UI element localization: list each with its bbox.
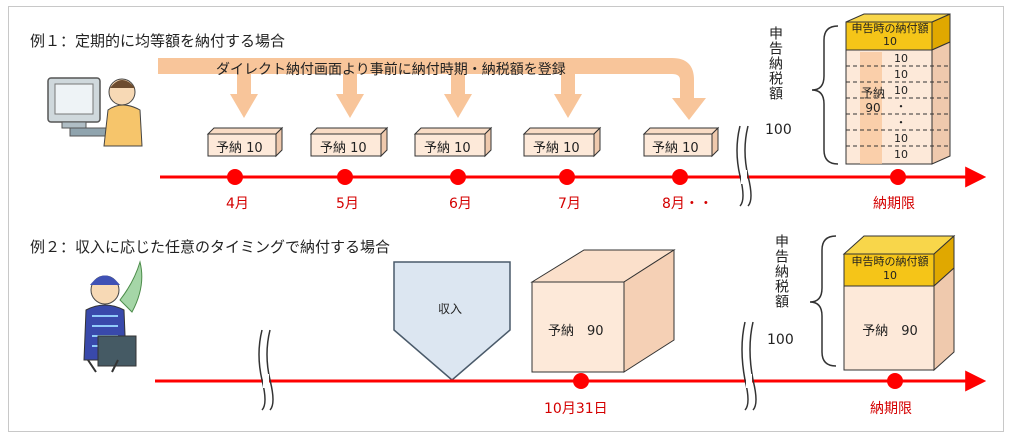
stack-overlay-label: 予納90 bbox=[860, 86, 885, 115]
example1-title: 例１：定期的に均等額を納付する場合 bbox=[30, 32, 286, 50]
income-shield bbox=[393, 261, 511, 381]
date-label: 10月31日 bbox=[544, 401, 608, 417]
stack-row: 10 bbox=[894, 84, 908, 97]
prepay-box-label: 予納 10 bbox=[533, 141, 580, 156]
tax-stack-1 bbox=[845, 13, 951, 165]
prepay-box-label: 予納 10 bbox=[424, 141, 471, 156]
stack-body-label: 予納 90 bbox=[862, 324, 918, 339]
brace-1 bbox=[811, 25, 839, 165]
month-label: 8月・・ bbox=[662, 196, 713, 212]
registration-arrows bbox=[158, 58, 706, 120]
income-label: 収入 bbox=[438, 302, 463, 316]
stack-header-label: 申告時の納付額 bbox=[851, 255, 929, 268]
stack-row: ・ bbox=[895, 100, 907, 113]
month-label: 7月 bbox=[558, 196, 581, 212]
prepay-box-label: 予納 10 bbox=[652, 141, 699, 156]
person-computer-icon bbox=[47, 77, 143, 147]
prepay-cube bbox=[530, 249, 676, 373]
declared-tax-amount: 100 bbox=[765, 122, 792, 138]
timeline-1 bbox=[160, 125, 987, 207]
month-label: 4月 bbox=[226, 196, 249, 212]
declared-tax-amount: 100 bbox=[767, 332, 794, 348]
prepay-boxes bbox=[206, 126, 720, 158]
tax-stack-2 bbox=[842, 234, 956, 372]
person-shopping-icon bbox=[83, 260, 143, 373]
stack-header-value: 10 bbox=[883, 269, 897, 282]
prepay-box-label: 予納 10 bbox=[216, 141, 263, 156]
stack-row: ・ bbox=[895, 116, 907, 129]
cube-label: 予納 90 bbox=[548, 324, 604, 339]
deadline-label: 納期限 bbox=[873, 196, 915, 212]
stack-row: 10 bbox=[894, 52, 908, 65]
declared-tax-label: 申告納税額 bbox=[773, 234, 789, 309]
month-label: 6月 bbox=[449, 196, 472, 212]
example2-title: 例２：収入に応じた任意のタイミングで納付する場合 bbox=[30, 238, 391, 256]
prepay-box-label: 予納 10 bbox=[320, 141, 367, 156]
timeline-2 bbox=[155, 321, 987, 411]
registration-banner-text: ダイレクト納付画面より事前に納付時期・納税額を登録 bbox=[216, 62, 566, 78]
deadline-label: 納期限 bbox=[870, 401, 912, 417]
brace-2 bbox=[809, 235, 837, 367]
stack-row: 10 bbox=[894, 148, 908, 161]
stack-row: 10 bbox=[894, 68, 908, 81]
declared-tax-label: 申告納税額 bbox=[767, 26, 783, 101]
month-label: 5月 bbox=[336, 196, 359, 212]
diagram-frame bbox=[8, 6, 1004, 432]
stack-header-value: 10 bbox=[883, 35, 897, 48]
stack-row: 10 bbox=[894, 132, 908, 145]
stack-header-label: 申告時の納付額 bbox=[851, 22, 929, 35]
